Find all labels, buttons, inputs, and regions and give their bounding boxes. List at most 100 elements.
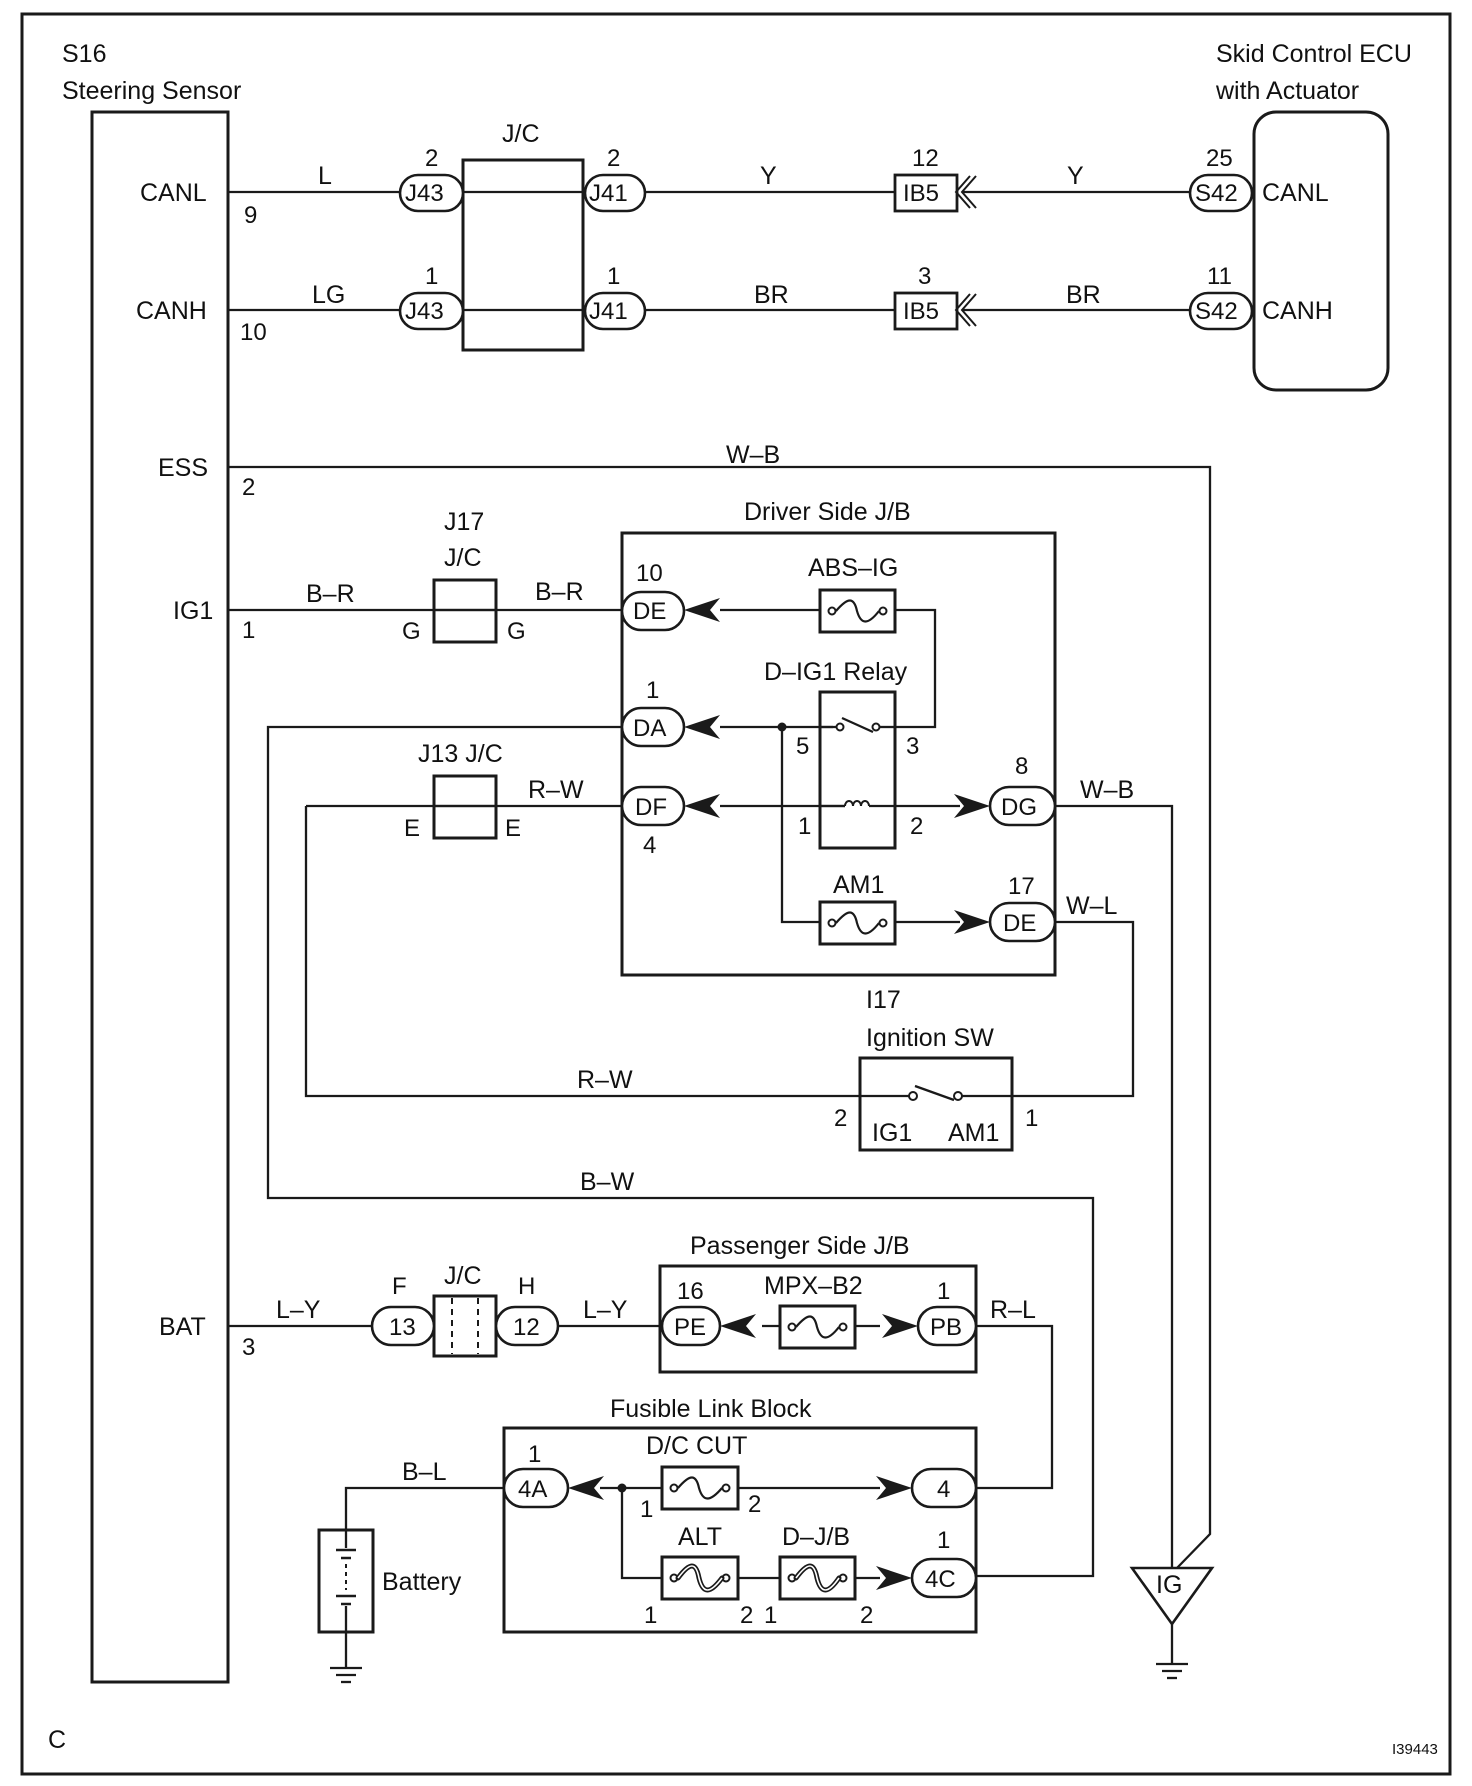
pin-s42-a: 25 xyxy=(1206,145,1233,172)
connector-j41-b: J41 xyxy=(589,298,628,325)
junction-dot-4a xyxy=(617,1483,627,1493)
abs-ig-label: ABS–IG xyxy=(808,554,898,582)
terminal-ig1: IG1 xyxy=(173,597,213,625)
connector-s42-a: S42 xyxy=(1195,180,1238,207)
steering-sensor-code: S16 xyxy=(62,40,106,68)
ignition-switch-box xyxy=(858,1056,1014,1152)
pin-isw-1: 1 xyxy=(1025,1105,1038,1132)
pin-ig1: 1 xyxy=(242,617,255,644)
d-jb-label: D–J/B xyxy=(782,1523,850,1551)
fuse-symbols xyxy=(669,599,888,1593)
connector-12: 12 xyxy=(513,1314,540,1341)
am1-fuse xyxy=(818,900,897,946)
pin-jc-h: H xyxy=(518,1273,535,1300)
wire-br-right: BR xyxy=(1066,281,1101,309)
pin-4a-1: 1 xyxy=(528,1441,541,1468)
alt-label: ALT xyxy=(678,1523,722,1551)
battery-label: Battery xyxy=(382,1568,462,1596)
j13-label: J13 J/C xyxy=(418,740,503,768)
pin-djb-2: 2 xyxy=(860,1602,873,1629)
d-jb-fusible-link xyxy=(778,1555,857,1601)
j17-name: J/C xyxy=(444,544,482,572)
connector-de-10: DE xyxy=(633,598,666,625)
pin-df-4: 4 xyxy=(643,832,656,859)
pin-j13-e-right: E xyxy=(505,815,521,842)
steering-sensor-body xyxy=(90,110,230,1684)
pin-relay-5: 5 xyxy=(796,733,809,760)
terminal-bat: BAT xyxy=(159,1313,206,1341)
pin-canl: 9 xyxy=(244,202,257,229)
mpx-b2-fuse-icon xyxy=(787,1315,848,1339)
pin-dccut-2: 2 xyxy=(748,1491,761,1518)
junction-dot-da xyxy=(777,722,787,732)
pin-s42-b: 11 xyxy=(1207,263,1232,290)
connector-4c: 4C xyxy=(925,1566,956,1593)
jc-top-label: J/C xyxy=(502,120,540,148)
connector-da: DA xyxy=(633,715,666,742)
driver-side-jb-box xyxy=(620,531,1057,977)
connector-df: DF xyxy=(635,794,667,821)
wire-rw-upper: R–W xyxy=(528,776,584,804)
connector-pb: PB xyxy=(930,1314,962,1341)
ig-ground-icon xyxy=(1129,1566,1215,1680)
dc-cut-fuse xyxy=(660,1465,740,1511)
wire-lg: LG xyxy=(312,281,345,309)
wire-br-ig1-right: B–R xyxy=(535,578,584,606)
fusible-link-block-title: Fusible Link Block xyxy=(610,1395,812,1423)
pin-jc-f: F xyxy=(392,1273,407,1300)
pin-djb-1: 1 xyxy=(764,1602,777,1629)
ignition-sw-am1: AM1 xyxy=(948,1119,999,1147)
pin-4c-1: 1 xyxy=(937,1527,950,1554)
wire-y-left: Y xyxy=(760,162,777,190)
connector-j43-a: J43 xyxy=(405,180,444,207)
pin-relay-2: 2 xyxy=(910,813,923,840)
connector-4a: 4A xyxy=(518,1476,547,1503)
ignition-sw-name: Ignition SW xyxy=(866,1024,994,1052)
pin-de-10: 10 xyxy=(636,560,663,587)
terminal-canh: CANH xyxy=(136,297,207,325)
wire-y-right: Y xyxy=(1067,162,1084,190)
alt-fusible-link xyxy=(660,1555,740,1601)
connector-ib5-b: IB5 xyxy=(903,298,939,325)
connector-s42-b: S42 xyxy=(1195,298,1238,325)
ig-ground-label: IG xyxy=(1156,1571,1182,1599)
pin-relay-1: 1 xyxy=(798,813,811,840)
pin-pb-1: 1 xyxy=(937,1278,950,1305)
pin-canh: 10 xyxy=(240,319,267,346)
am1-fuse-label: AM1 xyxy=(833,871,884,899)
mpx-b2-fuse xyxy=(778,1304,857,1350)
connector-arrows xyxy=(568,175,990,1590)
dc-cut-label: D/C CUT xyxy=(646,1432,747,1460)
wire-rw-lower: R–W xyxy=(577,1066,633,1094)
abs-ig-fuse xyxy=(818,588,897,634)
pin-j43-a: 2 xyxy=(425,145,438,172)
mpx-b2-label: MPX–B2 xyxy=(764,1272,863,1300)
battery-ground-icon xyxy=(330,1666,362,1684)
connectors xyxy=(370,173,1254,1599)
pin-alt-2: 2 xyxy=(740,1602,753,1629)
connector-dg: DG xyxy=(1001,794,1037,821)
j17-code: J17 xyxy=(444,508,484,536)
d-ig1-relay xyxy=(818,690,897,850)
relay-internals xyxy=(820,716,895,808)
skid-control-ecu-body xyxy=(1252,110,1390,392)
pin-j43-b: 1 xyxy=(425,263,438,290)
driver-jb-title: Driver Side J/B xyxy=(744,498,911,526)
d-jb-fusible-link-icon xyxy=(787,1563,848,1593)
wire-l: L xyxy=(318,162,332,190)
pin-pe-16: 16 xyxy=(677,1278,704,1305)
d-ig1-relay-label: D–IG1 Relay xyxy=(764,658,908,686)
skid-ecu-title-2: with Actuator xyxy=(1215,77,1359,105)
pin-dccut-1: 1 xyxy=(640,1496,653,1523)
connector-pe: PE xyxy=(674,1314,706,1341)
wire-bw: B–W xyxy=(580,1168,635,1196)
pin-j17-g-left: G xyxy=(402,618,421,645)
connector-4: 4 xyxy=(937,1476,950,1503)
ignition-sw-code: I17 xyxy=(866,986,901,1014)
connector-ib5-a: IB5 xyxy=(903,180,939,207)
wire-wb-ess: W–B xyxy=(726,441,780,469)
connector-13: 13 xyxy=(389,1314,416,1341)
wire-ly-right: L–Y xyxy=(583,1296,628,1324)
pin-ess: 2 xyxy=(242,474,255,501)
